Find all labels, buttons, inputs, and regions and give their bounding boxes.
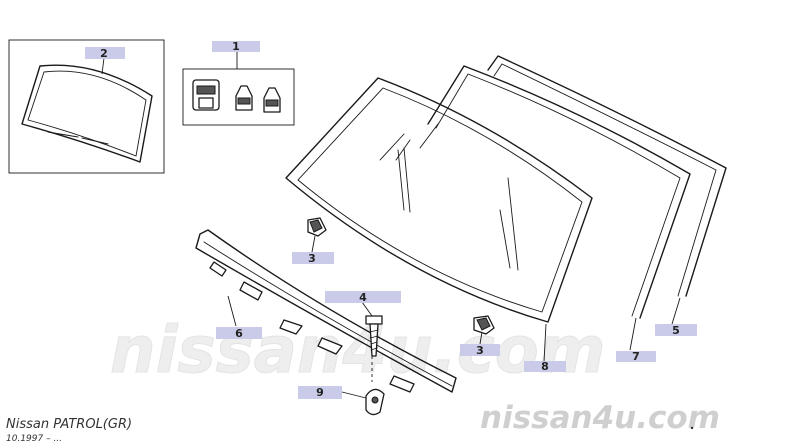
svg-text:3: 3 (308, 252, 316, 265)
callout-3a[interactable]: 3 (292, 252, 334, 265)
model-name: Nissan PATROL(GR) (6, 417, 132, 432)
callout-8[interactable]: 8 (524, 360, 566, 373)
bolt-4 (365, 315, 383, 357)
svg-text:8: 8 (541, 360, 549, 373)
svg-text:9: 9 (316, 386, 324, 399)
windshield-glass (285, 77, 593, 323)
spacer-icon-2 (263, 87, 281, 113)
svg-text:6: 6 (235, 327, 243, 340)
svg-text:3: 3 (476, 344, 484, 357)
svg-text:1: 1 (232, 40, 240, 53)
callout-6[interactable]: 6 (216, 327, 262, 340)
scroll-dot (690, 426, 694, 430)
clip-3b (473, 315, 495, 335)
svg-text:7: 7 (632, 350, 640, 363)
svg-text:2: 2 (100, 47, 108, 60)
svg-text:4: 4 (359, 291, 367, 304)
callout-4[interactable]: 4 (325, 291, 401, 304)
callout-9[interactable]: 9 (298, 386, 342, 399)
clip-3a (307, 217, 327, 237)
part-2-inset (8, 39, 165, 174)
model-date: 10.1997 – ... (6, 434, 62, 444)
part-1-inset (182, 68, 295, 126)
callout-1[interactable]: 1 (212, 40, 260, 53)
callout-3b[interactable]: 3 (460, 344, 500, 357)
moulding-outer (487, 55, 727, 297)
moulding-inner (419, 65, 691, 319)
svg-text:5: 5 (672, 324, 680, 337)
callout-5[interactable]: 5 (655, 324, 697, 337)
callout-7[interactable]: 7 (616, 350, 656, 363)
callout-2[interactable]: 2 (85, 47, 125, 60)
clip-icon (192, 79, 220, 111)
clip-9 (365, 388, 385, 416)
spacer-icon (235, 85, 253, 111)
watermark-corner: nissan4u.com (480, 400, 720, 436)
cowl-panel (195, 229, 457, 393)
